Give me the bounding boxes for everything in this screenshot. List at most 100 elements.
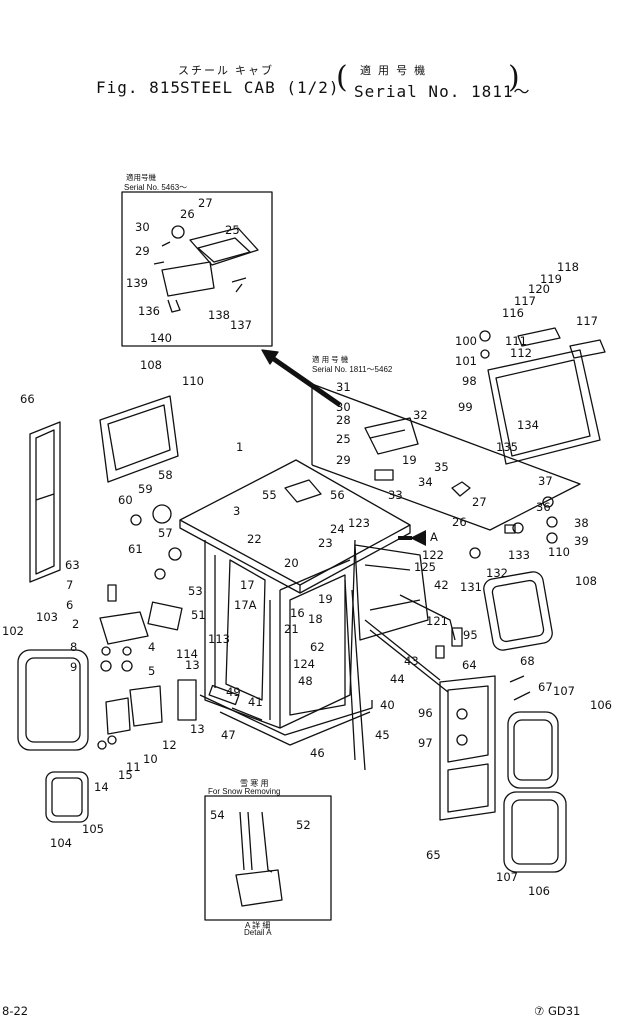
callout-number: 46 bbox=[310, 746, 325, 760]
detail-label: Detail A bbox=[244, 928, 272, 937]
callout-number: 102 bbox=[2, 624, 24, 638]
callout-number: 97 bbox=[418, 736, 433, 750]
callout-number: 107 bbox=[496, 870, 518, 884]
callout-number: 37 bbox=[538, 474, 553, 488]
callout-number: 117 bbox=[514, 294, 536, 308]
callout-number: 139 bbox=[126, 276, 148, 290]
callout-number: 19 bbox=[402, 453, 417, 467]
callout-number: 22 bbox=[247, 532, 262, 546]
callout-number: 135 bbox=[496, 440, 518, 454]
callout-number: 138 bbox=[208, 308, 230, 322]
callout-number: 122 bbox=[422, 548, 444, 562]
figure-label: Fig. 815 bbox=[96, 78, 182, 97]
title-jp: スチール キャブ bbox=[178, 65, 275, 77]
callout-number: 5 bbox=[148, 664, 156, 678]
callout-number: 57 bbox=[158, 526, 173, 540]
mid-inset-serial: Serial No. 1811～5462 bbox=[312, 365, 393, 374]
callout-number: 26 bbox=[180, 207, 195, 221]
page-number: 8-22 bbox=[2, 1004, 29, 1018]
callout-number: 61 bbox=[128, 542, 143, 556]
callout-number: 43 bbox=[404, 654, 419, 668]
callout-number: 136 bbox=[138, 304, 160, 318]
top-inset-heading: 適用号機 bbox=[126, 173, 156, 182]
callout-number: 15 bbox=[118, 768, 133, 782]
callout-number: 110 bbox=[548, 545, 570, 559]
callout-number: 24 bbox=[330, 522, 345, 536]
callout-number: 30 bbox=[135, 220, 150, 234]
callout-number: 31 bbox=[336, 380, 351, 394]
mid-inset-heading: 適 用 号 機 bbox=[312, 355, 349, 364]
callout-number: 121 bbox=[426, 614, 448, 628]
callout-number: 6 bbox=[66, 598, 74, 612]
callout-number: 11 bbox=[126, 760, 141, 774]
callout-number: 54 bbox=[210, 808, 225, 822]
callout-number: 25 bbox=[225, 223, 240, 237]
callout-number: 20 bbox=[284, 556, 299, 570]
callout-number: 108 bbox=[140, 358, 162, 372]
callout-number: 110 bbox=[182, 374, 204, 388]
callout-number: 62 bbox=[310, 640, 325, 654]
callout-number: 63 bbox=[65, 558, 80, 572]
callout-number: 44 bbox=[390, 672, 405, 686]
callout-number: 30 bbox=[336, 400, 351, 414]
callout-number: 66 bbox=[20, 392, 35, 406]
callout-number: 7 bbox=[66, 578, 74, 592]
callout-number: 39 bbox=[574, 534, 589, 548]
callout-number: 106 bbox=[590, 698, 612, 712]
close-paren: ) bbox=[508, 60, 520, 95]
callout-number: 105 bbox=[82, 822, 104, 836]
callout-number: 34 bbox=[418, 475, 433, 489]
callout-number: 33 bbox=[388, 488, 403, 502]
callout-number: 14 bbox=[94, 780, 109, 794]
callout-number: 38 bbox=[574, 516, 589, 530]
callout-number: 117 bbox=[576, 314, 598, 328]
serial-label: Serial No. 1811～ bbox=[354, 82, 531, 101]
callout-number: 106 bbox=[528, 884, 550, 898]
callout-number: 53 bbox=[188, 584, 203, 598]
callout-number: 104 bbox=[50, 836, 72, 850]
callout-number: 95 bbox=[463, 628, 478, 642]
callout-number: 99 bbox=[458, 400, 473, 414]
callout-number: 13 bbox=[190, 722, 205, 736]
callout-number: 26 bbox=[452, 515, 467, 529]
callout-number: 27 bbox=[472, 495, 487, 509]
callout-number: 47 bbox=[221, 728, 236, 742]
callout-number: 119 bbox=[540, 272, 562, 286]
callout-number: 68 bbox=[520, 654, 535, 668]
callout-number: 58 bbox=[158, 468, 173, 482]
cab-door bbox=[439, 675, 496, 821]
callout-number: 48 bbox=[298, 674, 313, 688]
callout-number: 113 bbox=[208, 632, 230, 646]
callout-number: 29 bbox=[135, 244, 150, 258]
callout-number: 8 bbox=[70, 640, 78, 654]
callout-number: 21 bbox=[284, 622, 299, 636]
callout-number: 137 bbox=[230, 318, 252, 332]
callout-number: 103 bbox=[36, 610, 58, 624]
page-title: STEEL CAB (1/2) bbox=[180, 78, 340, 97]
callout-number: 124 bbox=[293, 657, 315, 671]
callout-number: 17 bbox=[240, 578, 255, 592]
snow-inset-heading: 雪 寒 用 bbox=[240, 779, 269, 788]
callout-number: 35 bbox=[434, 460, 449, 474]
callout-number: 25 bbox=[336, 432, 351, 446]
detail-jp: A 詳 細 bbox=[245, 921, 271, 930]
callout-number: 18 bbox=[308, 612, 323, 626]
callout-number: 133 bbox=[508, 548, 530, 562]
top-inset-serial: Serial No. 5463～ bbox=[124, 183, 188, 192]
callout-number: 131 bbox=[460, 580, 482, 594]
callout-number: 19 bbox=[318, 592, 333, 606]
callout-number: 111 bbox=[505, 334, 527, 348]
callout-number: 49 bbox=[226, 685, 241, 699]
callout-number: 29 bbox=[336, 453, 351, 467]
inset-box-top bbox=[121, 191, 273, 347]
callout-number: 40 bbox=[380, 698, 395, 712]
callout-number: 10 bbox=[143, 752, 158, 766]
callout-number: 36 bbox=[536, 500, 551, 514]
callout-number: 28 bbox=[336, 413, 351, 427]
callout-number: 12 bbox=[162, 738, 177, 752]
callout-number: 52 bbox=[296, 818, 311, 832]
callout-number: 2 bbox=[72, 617, 80, 631]
callout-number: 101 bbox=[455, 354, 477, 368]
callout-number: 120 bbox=[528, 282, 550, 296]
callout-number: 56 bbox=[330, 488, 345, 502]
